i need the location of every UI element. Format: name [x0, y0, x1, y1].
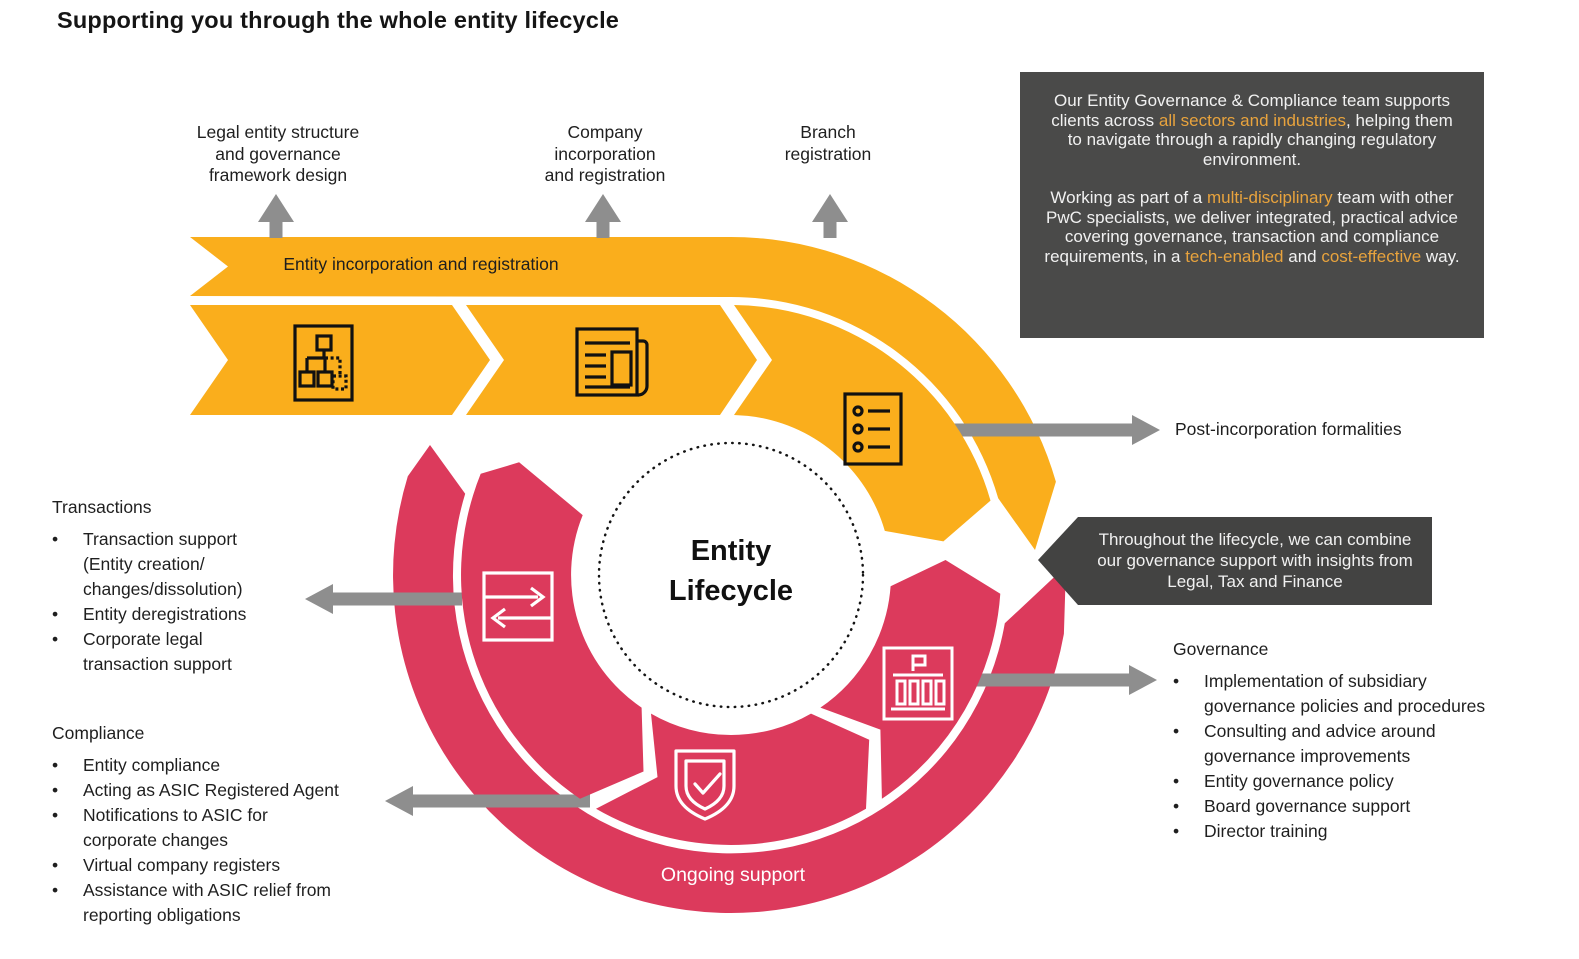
list-item: • Corporate legal transaction support [52, 627, 302, 677]
milestone-label-company-incorporation: Company incorporation and registration [544, 122, 666, 185]
list-item: • Assistance with ASIC relief from report… [52, 878, 382, 928]
bullet-icon: • [1173, 671, 1180, 691]
list-item: • Implementation of subsidiary governance… [1173, 669, 1518, 719]
side-arrows [305, 415, 1160, 816]
bullet-icon: • [52, 805, 59, 825]
bullet-icon: • [52, 604, 59, 624]
list-item-text: Director training [1204, 821, 1328, 841]
governance-heading: Governance [1173, 639, 1269, 659]
shield-check-icon [674, 749, 736, 821]
list-item-text: Assistance with ASIC relief from reporti… [83, 880, 331, 925]
bullet-icon: • [52, 755, 59, 775]
bullet-icon: • [1173, 796, 1180, 816]
list-item-text: Notifications to ASIC for corporate chan… [83, 805, 268, 850]
ongoing-support-label: Ongoing support [660, 864, 806, 886]
incorporation-outer-band [190, 237, 1056, 550]
transactions-arrow [305, 584, 462, 614]
bullet-icon: • [1173, 771, 1180, 791]
entity-lifecycle-circle [597, 441, 865, 709]
list-item: • Notifications to ASIC for corporate cha… [52, 803, 382, 853]
list-item-text: Corporate legal transaction support [83, 629, 232, 674]
milestone-label-branch-registration: Branch registration [784, 122, 872, 164]
list-item-text: Entity compliance [83, 755, 221, 775]
list-item: • Entity deregistrations [52, 602, 302, 627]
list-item: • Entity governance policy [1173, 769, 1518, 794]
milestone-label-legal-structure: Legal entity structure and governance fr… [196, 122, 360, 185]
inner-segment-post-incorporation [734, 305, 991, 542]
milestone-arrow-2 [585, 194, 621, 238]
list-item: • Consulting and advice around governance… [1173, 719, 1518, 769]
bullet-icon: • [52, 529, 59, 549]
list-item-text: Transaction support (Entity creation/ ch… [83, 529, 243, 599]
page-title: Supporting you through the whole entity … [57, 7, 620, 33]
governance-arrow [975, 665, 1157, 695]
governance-list: Governance • Implementation of subsidiary… [1173, 639, 1518, 844]
team-info-panel: Our Entity Governance & Compliance team … [1020, 72, 1484, 338]
list-item-text: Entity deregistrations [83, 604, 247, 624]
list-item: • Virtual company registers [52, 853, 382, 878]
list-item-text: Virtual company registers [83, 855, 281, 875]
checklist-icon [843, 392, 903, 466]
entity-lifecycle-label: Entity Lifecycle [668, 535, 794, 607]
post-incorporation-label: Post-incorporation formalities [1175, 419, 1402, 439]
milestone-arrow-3 [812, 194, 848, 238]
list-item-text: Implementation of subsidiary governance … [1204, 671, 1486, 716]
bullet-icon: • [52, 780, 59, 800]
org-structure-icon [293, 324, 354, 402]
compliance-list: Compliance • Entity compliance • Acting as… [52, 723, 382, 928]
list-item: • Entity compliance [52, 753, 382, 778]
registration-news-icon [575, 327, 649, 397]
post-incorporation-arrow [940, 415, 1160, 445]
bullet-icon: • [52, 855, 59, 875]
list-item: • Board governance support [1173, 794, 1518, 819]
list-item-text: Consulting and advice around governance … [1204, 721, 1436, 766]
lifecycle-note-panel: Throughout the lifecycle, we can combine… [1038, 517, 1432, 605]
list-item: • Acting as ASIC Registered Agent [52, 778, 382, 803]
lifecycle-note-text: Throughout the lifecycle, we can combine… [1097, 530, 1413, 591]
bullet-icon: • [52, 629, 59, 649]
list-item-text: Acting as ASIC Registered Agent [83, 780, 339, 800]
incorporation-inner-band [190, 305, 991, 542]
team-info-paragraph-2: Working as part of a multi-disciplinary … [1044, 188, 1460, 266]
list-item-text: Entity governance policy [1204, 771, 1394, 791]
compliance-heading: Compliance [52, 723, 145, 743]
list-item-text: Board governance support [1204, 796, 1411, 816]
transactions-heading: Transactions [52, 497, 152, 517]
bullet-icon: • [1173, 821, 1180, 841]
milestone-arrows [258, 194, 848, 238]
milestone-arrow-1 [258, 194, 294, 238]
transfer-arrows-icon [482, 571, 554, 642]
institution-icon [882, 646, 954, 721]
list-item: • Transaction support (Entity creation/ c… [52, 527, 302, 602]
transactions-list: Transactions • Transaction support (Entit… [52, 497, 302, 677]
compliance-arrow [385, 786, 590, 816]
team-info-paragraph-1: Our Entity Governance & Compliance team … [1051, 91, 1453, 169]
bullet-icon: • [52, 880, 59, 900]
incorporation-banner-label: Entity incorporation and registration [283, 254, 559, 274]
list-item: • Director training [1173, 819, 1518, 844]
inner-segment-governance [820, 560, 1001, 799]
bullet-icon: • [1173, 721, 1180, 741]
